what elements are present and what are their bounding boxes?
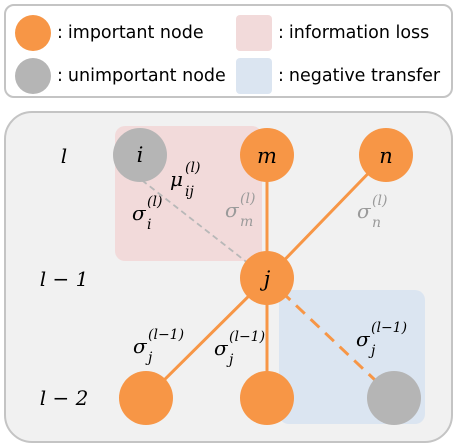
label-sigma-n: σ n (l) [357, 193, 387, 231]
sigma-j2-sub: j [226, 352, 234, 368]
legend-item-unimportant: : unimportant node [15, 58, 226, 94]
node-j-label: j [260, 267, 271, 291]
mu-sup: (l) [185, 160, 200, 176]
sigma-n-base: σ [357, 199, 372, 223]
node-m-label: m [257, 144, 277, 168]
node-bottom-left [119, 371, 173, 425]
layer-label-l-minus-1: l − 1 [40, 267, 89, 291]
label-sigma-j-left: σ j (l−1) [133, 327, 184, 366]
sigma-j1-base: σ [133, 334, 148, 358]
legend-item-info-loss: : information loss [236, 15, 429, 51]
legend-label-info-loss: information loss [288, 23, 430, 43]
node-j [240, 251, 294, 305]
node-i [113, 128, 167, 182]
sigma-j2-sup: (l−1) [229, 329, 265, 345]
legend-box: : important node : unimportant node : in… [4, 4, 453, 98]
legend-item-negative-transfer: : negative transfer [236, 58, 440, 94]
legend-separator: : [278, 23, 284, 43]
legend-label-unimportant: unimportant node [67, 66, 226, 86]
node-m [240, 128, 294, 182]
sigma-i-base: σ [132, 201, 147, 225]
sigma-n-sup: (l) [372, 193, 387, 209]
edge-i-j [133, 173, 268, 279]
legend-separator: : [57, 66, 63, 86]
layer-label-l-minus-2: l − 2 [40, 386, 89, 410]
edge-j-bottom-left [144, 276, 269, 400]
label-sigma-m: σ m (l) [225, 191, 255, 230]
node-n [359, 128, 413, 182]
unimportant-node-swatch [15, 58, 51, 94]
sigma-i-sub: i [147, 217, 151, 233]
sigma-j3-sup: (l−1) [371, 320, 407, 336]
sigma-j1-sub: j [145, 350, 153, 366]
sigma-j2-base: σ [214, 336, 229, 360]
important-node-swatch [15, 15, 51, 51]
info-loss-swatch [236, 15, 272, 51]
negative-transfer-swatch [236, 58, 272, 94]
node-bottom-mid [240, 371, 294, 425]
sigma-j3-base: σ [356, 327, 371, 351]
legend-separator: : [278, 66, 284, 86]
mu-sub: ij [185, 184, 194, 200]
sigma-m-sub: m [240, 214, 253, 230]
legend-separator: : [57, 23, 63, 43]
node-n-label: n [379, 144, 393, 168]
label-sigma-i: σ i (l) [132, 194, 162, 233]
label-sigma-j-right: σ j (l−1) [356, 320, 407, 359]
label-sigma-j-mid: σ j (l−1) [214, 329, 265, 368]
legend-label-important: important node [67, 23, 204, 43]
sigma-j1-sup: (l−1) [148, 327, 184, 343]
node-i-label: i [137, 143, 144, 167]
sigma-i-sup: (l) [147, 194, 162, 210]
sigma-m-sup: (l) [240, 191, 255, 207]
label-mu-ij: μ ij (l) [170, 160, 200, 200]
edge-j-bottom-right [265, 276, 396, 400]
layer-label-l: l [61, 144, 67, 168]
sigma-n-sub: n [372, 215, 381, 231]
edge-n-j [265, 153, 388, 280]
node-bottom-right [367, 371, 421, 425]
mu-base: μ [170, 167, 183, 191]
legend-item-important: : important node [15, 15, 204, 51]
legend-label-negative-transfer: negative transfer [288, 66, 441, 86]
sigma-m-base: σ [225, 198, 240, 222]
sigma-j3-sub: j [368, 343, 376, 359]
